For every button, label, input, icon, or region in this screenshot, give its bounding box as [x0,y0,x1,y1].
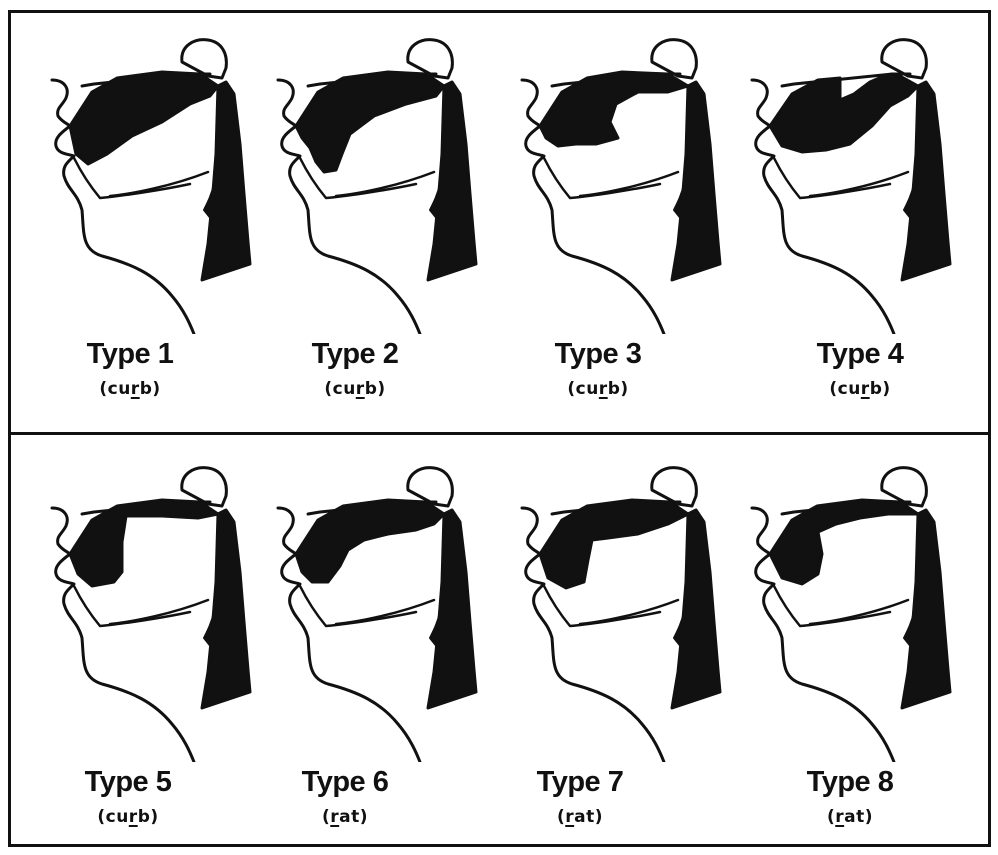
velum-outline [882,40,927,78]
row-divider [8,432,991,435]
type-title: Type 8 [760,766,940,799]
diagram-panel-5 [22,462,282,762]
vocal-tract-drawing-6 [248,462,508,762]
pharynx-wall [672,510,720,708]
type-title: Type 6 [255,766,435,799]
type-label-2: Type 2 (curb) [265,338,445,399]
vocal-tract-drawing-8 [722,462,982,762]
underlined-letter: r [565,807,574,827]
tongue-underline [110,600,208,624]
tongue-underline [810,600,908,624]
pharynx-wall [672,82,720,280]
tongue-underline [580,600,678,624]
vocal-tract-drawing-3 [492,34,752,334]
diagram-panel-7 [492,462,752,762]
nose-outline [752,80,770,126]
tongue-underline [580,172,678,196]
nose-outline [52,80,70,126]
type-title: Type 2 [265,338,445,371]
diagram-panel-6 [248,462,508,762]
type-label-3: Type 3 (curb) [508,338,688,399]
type-label-8: Type 8 (rat) [760,766,940,827]
lip-jaw-outline [56,554,194,762]
example-word: (curb) [38,807,218,827]
type-label-5: Type 5 (curb) [38,766,218,827]
nose-outline [278,508,296,554]
pharynx-wall [428,82,476,280]
example-word: (rat) [255,807,435,827]
diagram-panel-2 [248,34,508,334]
example-word: (curb) [265,379,445,399]
diagram-panel-4 [722,34,982,334]
underlined-letter: r [129,807,138,827]
type-title: Type 5 [38,766,218,799]
vocal-tract-drawing-2 [248,34,508,334]
underlined-letter: r [861,379,870,399]
epiglottis-shape [204,612,217,648]
tongue-shape [296,72,444,172]
pharynx-wall [202,510,250,708]
lip-jaw-outline [756,554,894,762]
lip-jaw-outline [56,126,194,334]
underlined-letter: r [330,807,339,827]
nose-outline [278,80,296,126]
tongue-shape [770,76,918,152]
epiglottis-shape [674,612,687,648]
type-label-4: Type 4 (curb) [770,338,950,399]
pharynx-wall [202,82,250,280]
pharynx-wall [902,82,950,280]
example-word: (curb) [40,379,220,399]
nose-outline [52,508,70,554]
tongue-underline [810,172,908,196]
type-label-7: Type 7 (rat) [490,766,670,827]
vocal-tract-drawing-1 [22,34,282,334]
type-label-6: Type 6 (rat) [255,766,435,827]
epiglottis-shape [904,184,917,220]
diagram-panel-1 [22,34,282,334]
vocal-tract-drawing-4 [722,34,982,334]
underlined-letter: r [131,379,140,399]
underlined-letter: r [599,379,608,399]
type-label-1: Type 1 (curb) [40,338,220,399]
diagram-panel-8 [722,462,982,762]
lip-jaw-outline [526,554,664,762]
vocal-tract-drawing-5 [22,462,282,762]
pharynx-wall [428,510,476,708]
epiglottis-shape [674,184,687,220]
example-word: (curb) [770,379,950,399]
example-word: (rat) [760,807,940,827]
lip-jaw-outline [756,126,894,334]
nose-outline [522,80,540,126]
nose-outline [522,508,540,554]
nose-outline [752,508,770,554]
tongue-underline [336,172,434,196]
tongue-underline [110,172,208,196]
epiglottis-shape [430,184,443,220]
epiglottis-shape [430,612,443,648]
tongue-underline [336,600,434,624]
diagram-panel-3 [492,34,752,334]
type-title: Type 3 [508,338,688,371]
lip-jaw-outline [526,126,664,334]
example-word: (curb) [508,379,688,399]
underlined-letter: r [356,379,365,399]
type-title: Type 7 [490,766,670,799]
epiglottis-shape [204,184,217,220]
epiglottis-shape [904,612,917,648]
type-title: Type 4 [770,338,950,371]
lip-jaw-outline [282,554,420,762]
example-word: (rat) [490,807,670,827]
lip-jaw-outline [282,126,420,334]
vocal-tract-drawing-7 [492,462,752,762]
underlined-letter: r [835,807,844,827]
pharynx-wall [902,510,950,708]
type-title: Type 1 [40,338,220,371]
